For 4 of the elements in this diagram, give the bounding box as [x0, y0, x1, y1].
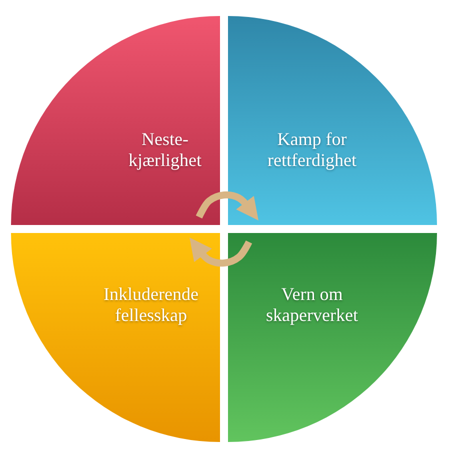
segment-label: Neste-kjærlighet	[128, 129, 202, 171]
segment-label: Kamp for rettferdighet	[266, 129, 358, 171]
segment-label: Inkluderende fellesskap	[102, 284, 200, 326]
segment-label: Vern om skaperverket	[265, 284, 359, 326]
